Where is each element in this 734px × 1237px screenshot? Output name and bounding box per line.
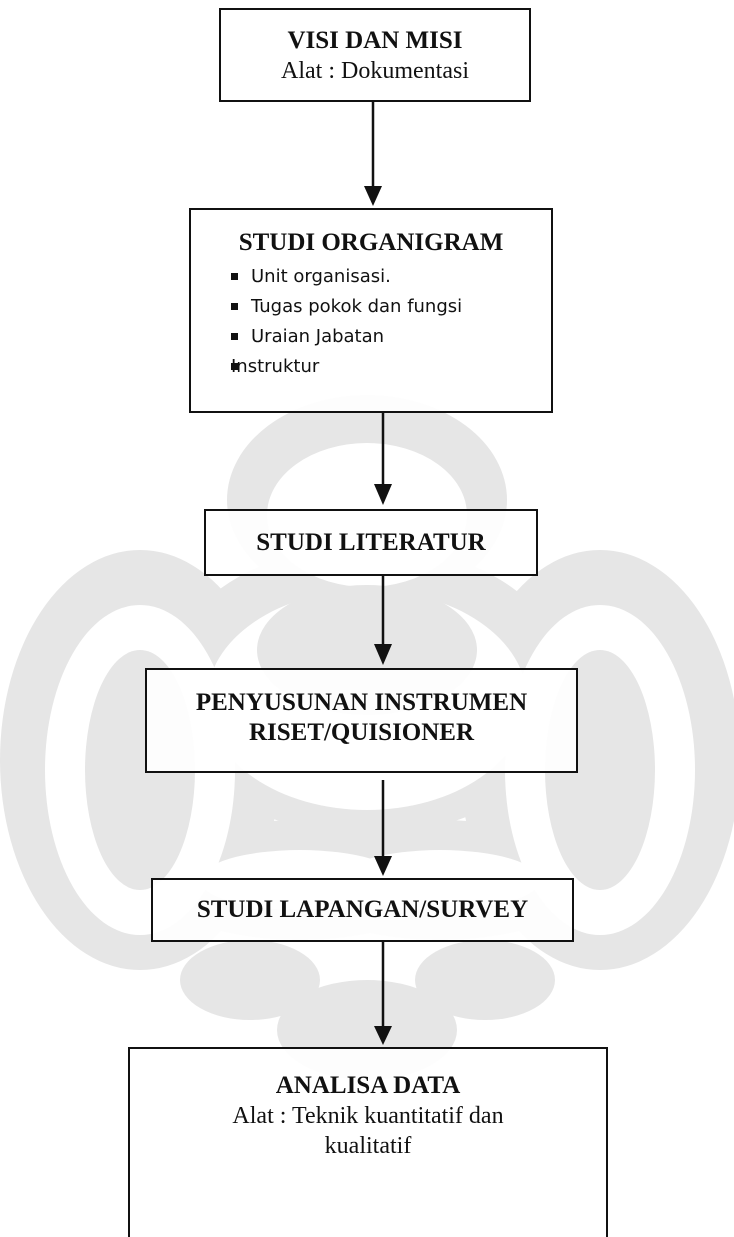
step-title: STUDI LAPANGAN/SURVEY <box>197 896 528 923</box>
step-visi-misi: VISI DAN MISI Alat : Dokumentasi <box>219 8 531 102</box>
bullet-continuation: Instruktur <box>231 352 551 382</box>
step-studi-organigram: STUDI ORGANIGRAM Unit organisasi. Tugas … <box>189 208 553 413</box>
list-item: Tugas pokok dan fungsi <box>231 292 551 322</box>
step-studi-lapangan: STUDI LAPANGAN/SURVEY <box>151 878 574 942</box>
step-title: STUDI ORGANIGRAM <box>191 228 551 258</box>
step-studi-literatur: STUDI LITERATUR <box>204 509 538 576</box>
step-analisa-data: ANALISA DATA Alat : Teknik kuantitatif d… <box>128 1047 608 1237</box>
arrow-head-icon <box>374 856 392 876</box>
step-subtitle: Alat : Dokumentasi <box>221 56 529 86</box>
step-subtitle: Alat : Teknik kuantitatif dan kualitatif <box>198 1101 538 1161</box>
step-title: VISI DAN MISI <box>221 26 529 56</box>
step-title: ANALISA DATA <box>130 1071 606 1101</box>
step-title-line-2: RISET/QUISIONER <box>147 718 576 748</box>
step-penyusunan-instrumen: PENYUSUNAN INSTRUMEN RISET/QUISIONER <box>145 668 578 773</box>
arrow-head-icon <box>374 484 392 505</box>
step-title-line-1: PENYUSUNAN INSTRUMEN <box>147 688 576 718</box>
arrow-head-icon <box>374 644 392 665</box>
list-item: Uraian Jabatan <box>231 322 551 352</box>
arrow-head-icon <box>364 186 382 206</box>
step-title: STUDI LITERATUR <box>256 529 485 556</box>
arrow-head-icon <box>374 1026 392 1045</box>
bullet-list: Unit organisasi. Tugas pokok dan fungsi … <box>191 262 551 382</box>
list-item: Unit organisasi. <box>231 262 551 292</box>
list-item-continuation: Instruktur <box>231 352 551 382</box>
